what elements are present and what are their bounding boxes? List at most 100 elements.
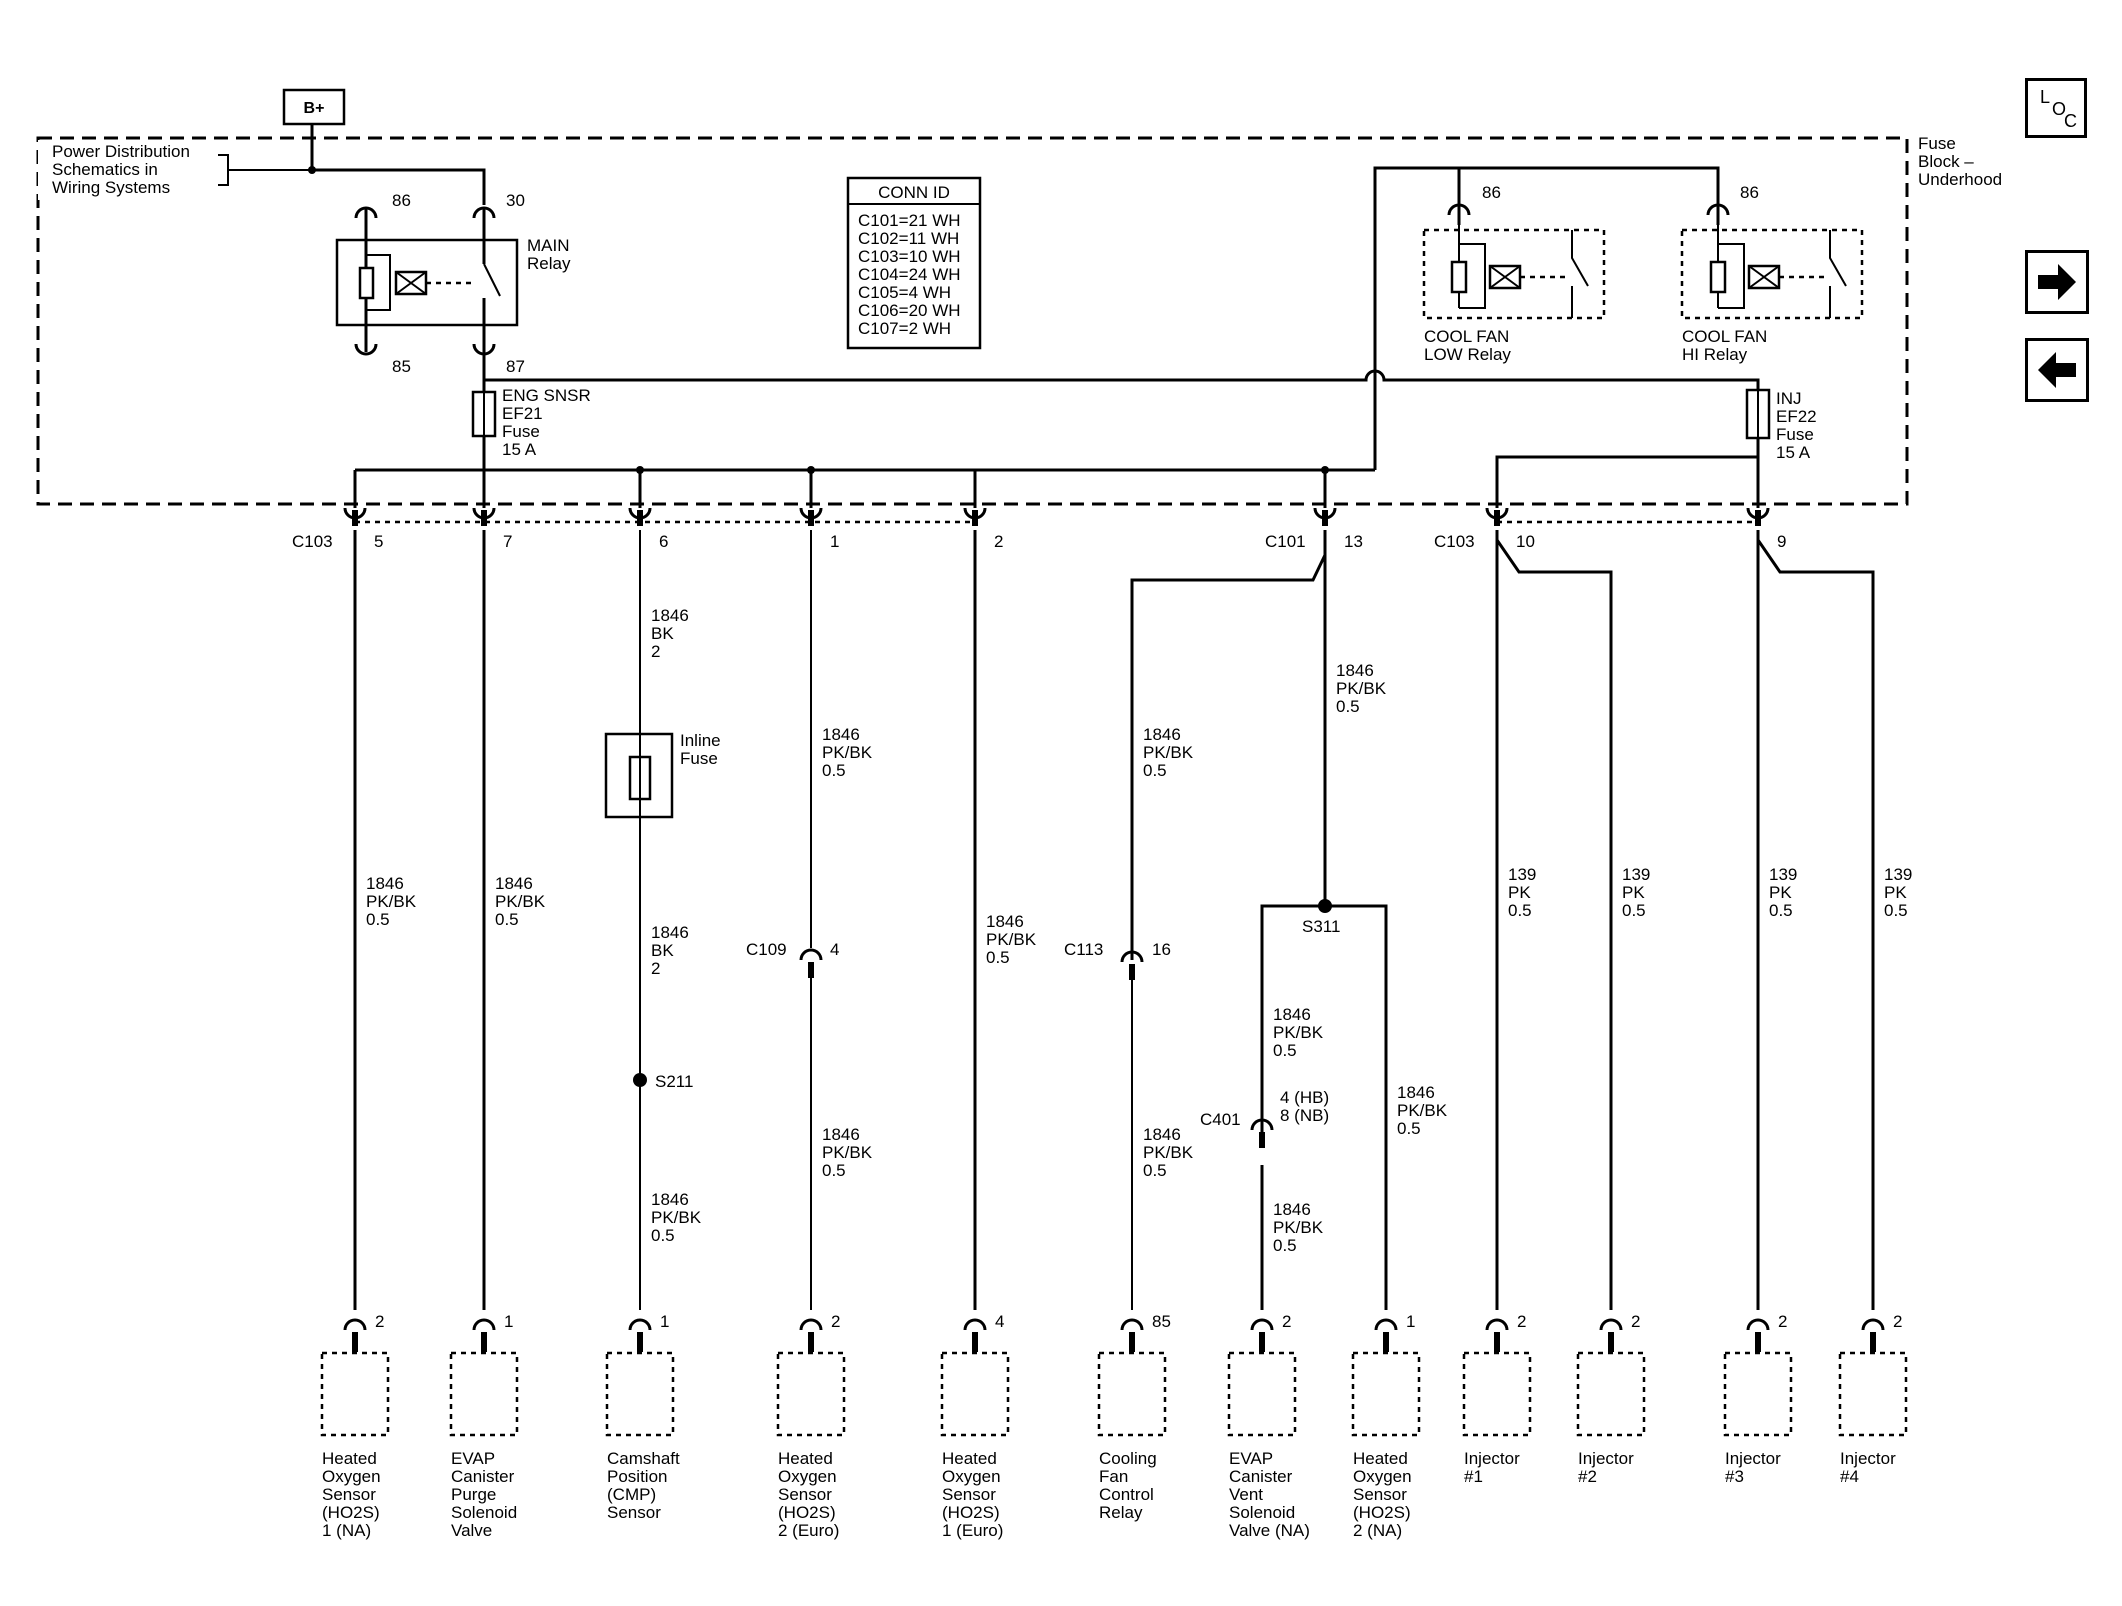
svg-text:4: 4 [830,940,839,959]
component-label-line: Valve [451,1521,492,1540]
connector-c401: C401 [1200,1110,1241,1129]
splice-s311: S311 [1302,917,1340,936]
prev-arrow-button[interactable] [2025,338,2089,402]
fuse-ef22: INJ EF22 Fuse 15 A [1745,388,1817,470]
wire-label-line: PK [1884,883,1907,902]
splice-s211: S211 [655,1072,693,1091]
component-label-line: Injector [1840,1449,1896,1468]
component-pin: 1 [660,1312,669,1331]
svg-text:Fuse: Fuse [680,749,718,768]
component-label-line: Position [607,1467,667,1486]
wire-label-line: 0.5 [1884,901,1908,920]
conn-id-title: CONN ID [878,183,950,202]
component-label-line: Injector [1464,1449,1520,1468]
component-label-line: Solenoid [451,1503,517,1522]
next-arrow-button[interactable] [2025,250,2089,314]
svg-text:Fuse: Fuse [1776,425,1814,444]
svg-text:C101=21 WH: C101=21 WH [858,211,961,230]
connector-c103-right: C103 [1434,532,1475,551]
power-dist-line-1: Power Distribution [52,142,190,161]
component-label-line: (HO2S) [942,1503,1000,1522]
component-label-line: Valve (NA) [1229,1521,1310,1540]
component-label-line: Camshaft [607,1449,680,1468]
component-label-line: Vent [1229,1485,1263,1504]
svg-text:15 A: 15 A [1776,443,1811,462]
connector-cavity [963,507,987,526]
power-distribution-note: Power Distribution Schematics in Wiring … [38,140,312,200]
conn-id-table: CONN ID C101=21 WH C102=11 WH C103=10 WH… [846,176,982,350]
wire-label-line: PK [1622,883,1645,902]
connector-cavity [1485,507,1509,526]
component-label-line: Sensor [778,1485,832,1504]
component-label-line: Fan [1099,1467,1128,1486]
component-label-line: #4 [1840,1467,1859,1486]
cool-fan-hi-pin-86: 86 [1740,183,1759,202]
wire-label-line: 1846 [822,1125,860,1144]
wire-label-line: 0.5 [651,1226,675,1245]
component-pin: 2 [375,1312,384,1331]
svg-text:ENG SNSR: ENG SNSR [502,386,591,405]
wire-label-line: 0.5 [1143,1161,1167,1180]
wire-label-line: 1846 [986,912,1024,931]
wire-label-line: 0.5 [366,910,390,929]
wire-label-line: 0.5 [822,1161,846,1180]
svg-text:HI Relay: HI Relay [1682,345,1748,364]
connector-cavity [1746,507,1770,526]
battery-terminal: B+ [282,88,346,126]
wire-label-line: 0.5 [495,910,519,929]
main-relay-name-2: Relay [527,254,571,273]
wire-label-line: BK [651,624,674,643]
component-label-line: Sensor [322,1485,376,1504]
wire-label-line: 0.5 [822,761,846,780]
component-label-line: Oxygen [778,1467,837,1486]
component-label-line: Canister [1229,1467,1293,1486]
main-relay-name-1: MAIN [527,236,570,255]
component-label-line: Sensor [607,1503,661,1522]
main-relay: 86 30 85 87 MAIN Relay [335,191,571,376]
component-label-line: Oxygen [942,1467,1001,1486]
wire-label-line: PK [1769,883,1792,902]
wire-label-line: PK/BK [1397,1101,1448,1120]
loc-button[interactable]: L O C [2025,78,2087,138]
wire-label-line: PK/BK [986,930,1037,949]
wire-label-line: 1846 [1273,1200,1311,1219]
wire-label-line: 139 [1508,865,1536,884]
svg-text:C102=11 WH: C102=11 WH [858,229,959,248]
wire-label-line: 0.5 [1273,1236,1297,1255]
wire-label-line: PK [1508,883,1531,902]
inline-fuse: Inline Fuse [604,731,721,819]
component-label-line: Heated [778,1449,833,1468]
svg-text:INJ: INJ [1776,389,1802,408]
svg-text:2: 2 [994,532,1003,551]
connector-cavity [1313,507,1337,526]
wire-label-line: PK/BK [1273,1218,1324,1237]
svg-text:COOL FAN: COOL FAN [1424,327,1509,346]
connector-cavity [628,507,652,526]
connector-cavity [472,507,496,526]
component-label-line: Sensor [942,1485,996,1504]
arrow-right-icon [2038,264,2076,300]
component-pin: 2 [1893,1312,1902,1331]
svg-text:6: 6 [659,532,668,551]
wire-label-line: 1846 [1143,725,1181,744]
component-label-line: Heated [942,1449,997,1468]
component-label-line: Canister [451,1467,515,1486]
svg-text:COOL FAN: COOL FAN [1682,327,1767,346]
wire-label-line: 1846 [1143,1125,1181,1144]
component-label-line: Sensor [1353,1485,1407,1504]
svg-text:1: 1 [830,532,839,551]
